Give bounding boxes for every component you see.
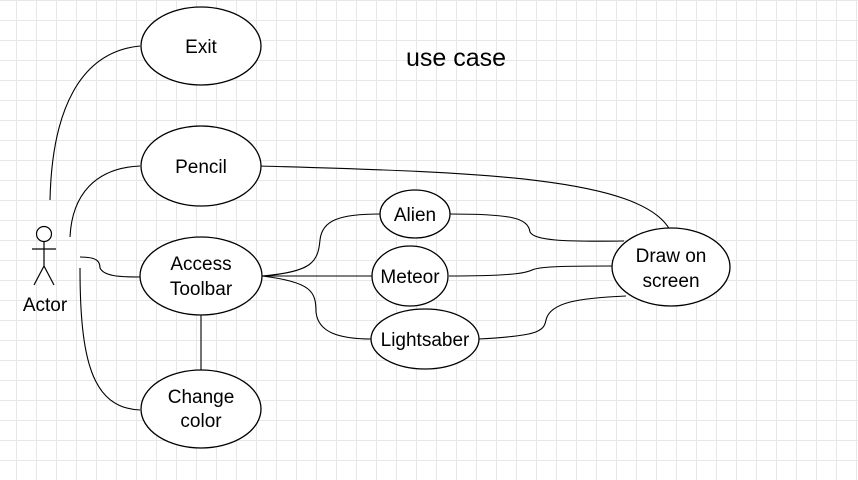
use-case-alien-shape (379, 189, 451, 239)
use-case-draw-on-screen-shape (611, 227, 731, 307)
actor-figure[interactable] (32, 225, 56, 286)
edge-alien-draw-on-screen (449, 213, 625, 242)
edge-actor-exit (49, 45, 141, 201)
use-case-access-toolbar-label-line2: Toolbar (170, 279, 233, 300)
use-case-pencil[interactable]: Pencil (140, 125, 262, 207)
use-case-draw-on-screen-label-line2: screen (642, 271, 699, 292)
edge-toolbar-lightsaber (261, 275, 373, 340)
use-case-draw-on-screen[interactable]: Draw on screen (611, 227, 731, 307)
use-case-pencil-label: Pencil (175, 157, 227, 178)
use-case-access-toolbar-shape (139, 236, 263, 316)
edge-actor-access-toolbar (79, 256, 141, 278)
use-case-change-color-label-line1: Change (168, 387, 235, 408)
actor-right-leg (43, 265, 55, 286)
use-case-draw-on-screen-label-line1: Draw on (636, 246, 707, 267)
edge-actor-pencil (69, 165, 141, 238)
use-case-change-color[interactable]: Change color (140, 369, 262, 449)
use-case-alien-label: Alien (394, 205, 436, 226)
actor-head (35, 225, 53, 243)
actor-left-leg (33, 265, 45, 286)
edge-pencil-draw-on-screen (259, 165, 671, 231)
use-case-exit-label: Exit (185, 37, 217, 58)
use-case-meteor[interactable]: Meteor (371, 245, 449, 307)
edge-meteor-draw-on-screen (448, 265, 613, 277)
use-case-lightsaber-shape (370, 308, 480, 370)
use-case-access-toolbar-label-line1: Access (170, 254, 231, 275)
use-case-exit[interactable]: Exit (140, 6, 262, 86)
use-case-alien[interactable]: Alien (379, 189, 451, 239)
use-case-exit-shape (140, 6, 262, 86)
use-case-change-color-label-line2: color (180, 411, 222, 432)
diagram-title: use case (406, 44, 506, 72)
use-case-meteor-label: Meteor (380, 267, 440, 288)
use-case-pencil-shape (140, 125, 262, 207)
use-case-change-color-shape (140, 369, 262, 449)
use-case-lightsaber-label: Lightsaber (381, 330, 470, 351)
use-case-access-toolbar[interactable]: Access Toolbar (139, 236, 263, 316)
edge-actor-change-color (79, 267, 141, 411)
use-case-meteor-shape (371, 245, 449, 307)
actor-label: Actor (23, 295, 68, 316)
use-case-lightsaber[interactable]: Lightsaber (370, 308, 480, 370)
edge-lightsaber-draw-on-screen (477, 295, 627, 340)
edge-toolbar-alien (261, 213, 381, 277)
